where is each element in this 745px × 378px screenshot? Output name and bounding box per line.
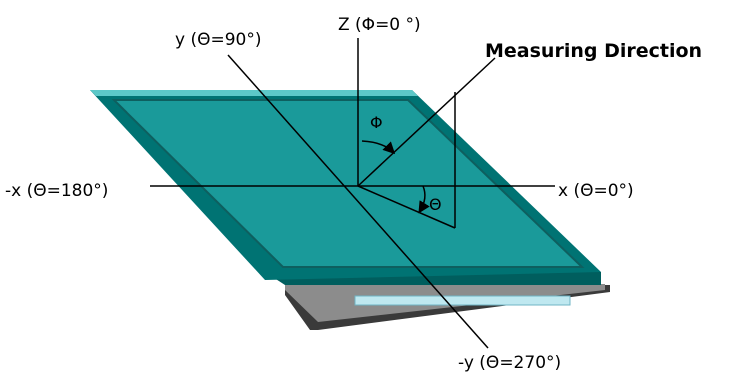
phi-arc	[361, 140, 396, 155]
panel-top-edge	[90, 90, 418, 96]
theta-arc	[418, 185, 430, 214]
measuring-direction-line	[357, 57, 496, 187]
neg-x-axis-label: -x (Θ=180°)	[5, 181, 108, 201]
angle-arcs	[361, 140, 430, 214]
measuring-direction-label: Measuring Direction	[485, 40, 702, 62]
z-axis-label: Z (Φ=0 °)	[338, 15, 421, 35]
y-axis-label: y (Θ=90°)	[175, 30, 262, 50]
base-plate	[285, 284, 610, 330]
y-axis-line	[227, 54, 489, 349]
teal-panel	[90, 90, 601, 285]
neg-y-axis-label: -y (Θ=270°)	[458, 353, 561, 373]
panel-face	[111, 99, 585, 268]
theta-symbol: Θ	[429, 195, 442, 214]
axes	[150, 38, 555, 349]
light-bar	[354, 295, 571, 306]
projection-base	[357, 185, 456, 229]
x-axis-label: x (Θ=0°)	[558, 181, 634, 201]
phi-symbol: Φ	[370, 113, 383, 132]
